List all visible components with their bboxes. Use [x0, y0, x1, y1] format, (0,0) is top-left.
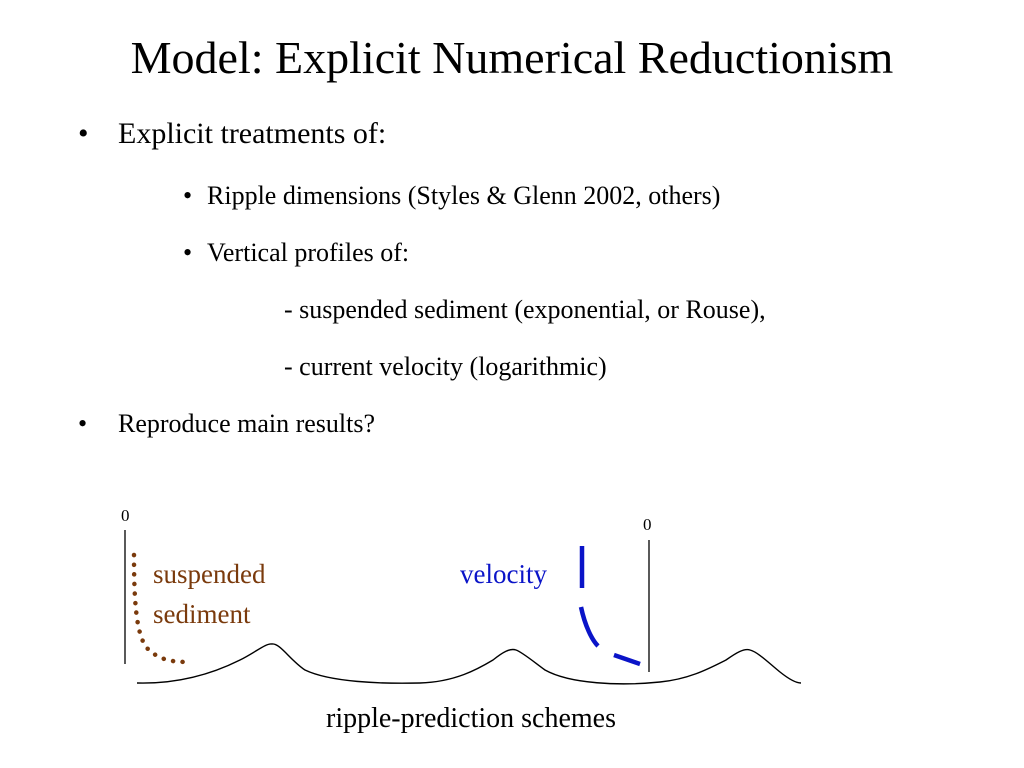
bullet-explicit-treatments: • Explicit treatments of:: [78, 116, 386, 152]
velocity-profile-lower: [613, 652, 641, 667]
bullet-icon: •: [78, 117, 89, 150]
bullet-reproduce-results: • Reproduce main results?: [78, 408, 375, 440]
bullet-icon: •: [78, 409, 88, 438]
subbullet-vertical-profiles: • Vertical profiles of:: [183, 237, 409, 269]
velocity-profile-middle: [578, 606, 600, 648]
sub-item-suspended-sediment: - suspended sediment (exponential, or Ro…: [284, 295, 766, 324]
sub-item-current-velocity: - current velocity (logarithmic): [284, 352, 607, 381]
bullet-text: Ripple dimensions (Styles & Glenn 2002, …: [207, 181, 721, 210]
bullet-icon: •: [183, 181, 193, 210]
rippled-seabed: [136, 643, 802, 685]
sediment-axis-zero-label: 0: [121, 506, 130, 525]
bullet-text: Explicit treatments of:: [118, 117, 387, 150]
suspended-sediment-label-line2: sediment: [153, 599, 251, 629]
slide-title: Model: Explicit Numerical Reductionism: [130, 32, 894, 83]
bullet-icon: •: [183, 238, 193, 267]
figure-caption: ripple-prediction schemes: [326, 703, 617, 734]
velocity-axis-zero-label: 0: [643, 515, 652, 534]
suspended-sediment-label-line1: suspended: [153, 559, 266, 589]
bullet-text: Reproduce main results?: [118, 409, 376, 438]
suspended-sediment-profile: [131, 552, 191, 665]
bullet-text: Vertical profiles of:: [207, 238, 410, 267]
velocity-label: velocity: [460, 559, 547, 589]
suspended-sediment-label: suspended sediment: [153, 554, 265, 634]
subbullet-ripple-dimensions: • Ripple dimensions (Styles & Glenn 2002,…: [183, 180, 720, 212]
